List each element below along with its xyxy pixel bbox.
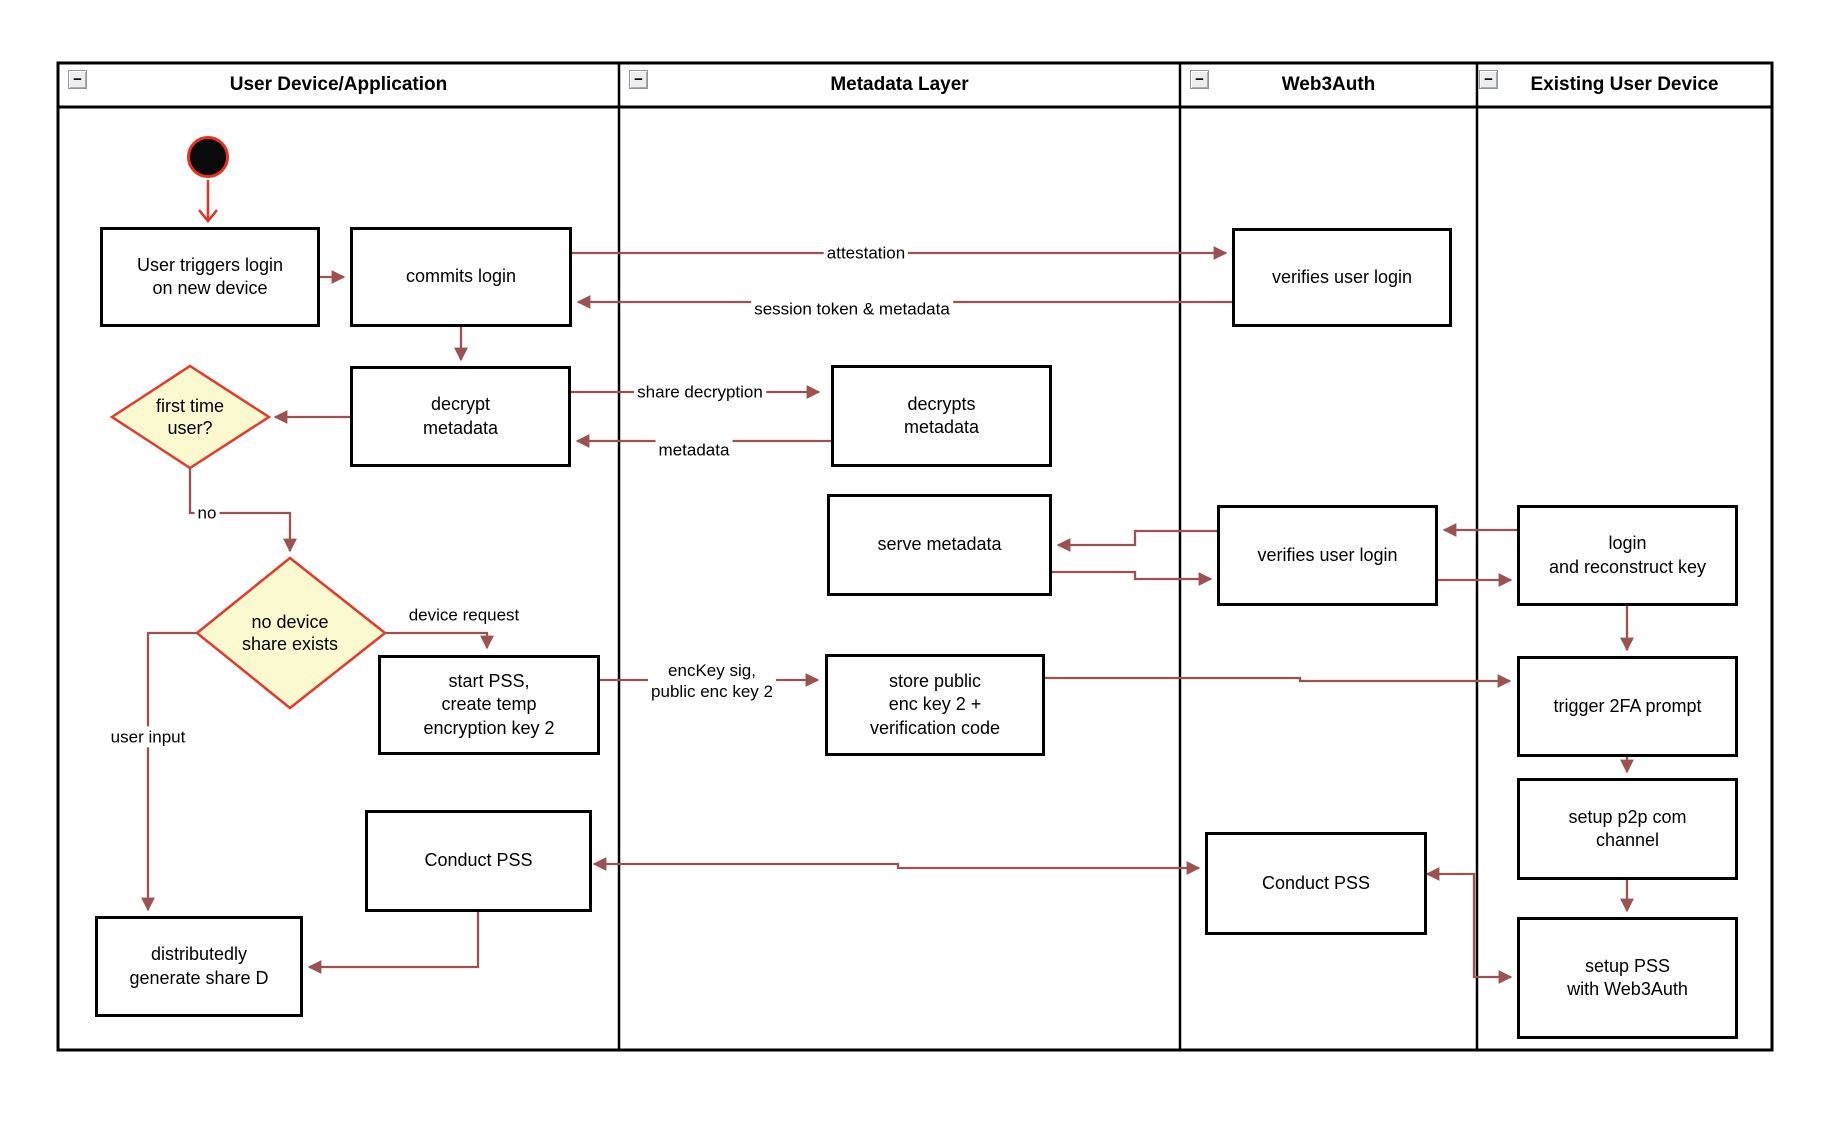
- node-trigger-2fa-prompt: trigger 2FA prompt: [1517, 656, 1738, 757]
- lane-header-metadata-layer: Metadata Layer: [830, 74, 969, 95]
- node-store-public-enc-key: store public enc key 2 + verification co…: [825, 654, 1045, 756]
- node-decrypt-metadata: decrypt metadata: [350, 366, 571, 467]
- edge-label-user-input: user input: [107, 726, 189, 748]
- node-user-triggers-login: User triggers login on new device: [100, 227, 320, 327]
- edge-user-input: [141, 631, 197, 912]
- lane-header-user-device: User Device/Application: [229, 74, 448, 95]
- edge-label-attestation: attestation: [823, 242, 909, 264]
- edge-conduct-pss-bidir: [592, 857, 1201, 875]
- edge-setuppss-conduct-bidir: [1425, 867, 1513, 984]
- edge-serve-to-verifies2: [1052, 570, 1213, 586]
- collapse-lane-icon[interactable]: −: [629, 70, 648, 89]
- node-login-and-reconstruct-key: login and reconstruct key: [1517, 505, 1738, 606]
- node-start-pss: start PSS, create temp encryption key 2: [378, 655, 600, 755]
- decision-first-time-user-label: first time user?: [155, 395, 224, 439]
- node-verifies-user-login-1: verifies user login: [1232, 228, 1452, 327]
- decision-no-device-share: [195, 556, 388, 710]
- node-serve-metadata: serve metadata: [827, 494, 1052, 596]
- node-conduct-pss-web3auth: Conduct PSS: [1205, 832, 1427, 935]
- edge-store-to-2fa: [1045, 674, 1512, 688]
- node-setup-p2p-channel: setup p2p com channel: [1517, 778, 1738, 880]
- lane-header-existing-device: Existing User Device: [1530, 74, 1719, 95]
- edge-label-session-token: session token & metadata: [751, 298, 953, 320]
- node-conduct-pss-device: Conduct PSS: [365, 810, 592, 912]
- decision-no-device-share-label: no device share exists: [241, 611, 339, 655]
- collapse-lane-icon[interactable]: −: [1190, 70, 1209, 89]
- edge-label-share-decryption: share decryption: [634, 381, 766, 403]
- edge-start-arrowhead: [198, 209, 218, 223]
- node-setup-pss-with-web3auth: setup PSS with Web3Auth: [1517, 917, 1738, 1039]
- node-decrypts-metadata: decrypts metadata: [831, 365, 1052, 467]
- pool-frame: [56, 61, 1774, 1052]
- edge-label-device-request: device request: [408, 605, 520, 625]
- edge-no-branch: [188, 468, 297, 553]
- edge-label-no: no: [194, 502, 220, 524]
- edge-conduct-to-generate: [307, 912, 480, 974]
- edge-device-request: [385, 631, 494, 650]
- node-verifies-user-login-2: verifies user login: [1217, 505, 1438, 606]
- lane-header-web3auth: Web3Auth: [1281, 74, 1376, 95]
- initial-state-icon: [187, 136, 229, 178]
- node-distributedly-generate-share: distributedly generate share D: [95, 916, 303, 1017]
- edge-label-metadata: metadata: [655, 439, 733, 461]
- edge-label-enckey: encKey sig, public enc key 2: [648, 659, 776, 703]
- collapse-lane-icon[interactable]: −: [1479, 70, 1498, 89]
- collapse-lane-icon[interactable]: −: [68, 70, 87, 89]
- edge-verifies2-to-serve: [1056, 529, 1217, 552]
- node-commits-login: commits login: [350, 227, 572, 327]
